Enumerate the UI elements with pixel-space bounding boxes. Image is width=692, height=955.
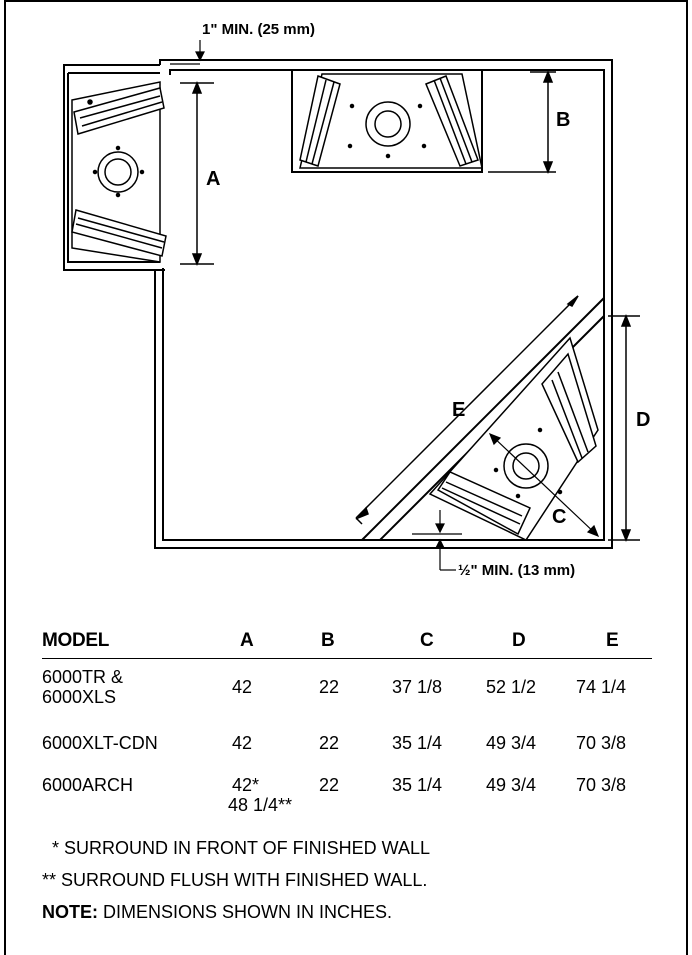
a-cell-alt: 48 1/4**	[228, 795, 293, 815]
dimension-a-label: A	[206, 168, 220, 190]
dimension-a	[180, 80, 214, 267]
room-walls	[63, 59, 613, 549]
page-border-right	[686, 0, 688, 955]
dimension-b-label: B	[556, 109, 570, 131]
b-cell: 22	[319, 677, 340, 697]
c-cell: 35 1/4	[392, 775, 443, 795]
c-cell: 37 1/8	[392, 677, 443, 697]
bottom-clearance-callout	[412, 510, 462, 571]
a-cell: 42	[232, 677, 253, 697]
header-b: B	[321, 630, 335, 651]
model-cell: 6000XLT-CDN	[42, 733, 158, 753]
dimension-d	[608, 313, 640, 543]
table-row: 6000XLT-CDN 42 22 35 1/4 49 3/4 70 3/8	[42, 721, 652, 763]
dimension-b	[488, 69, 556, 175]
top-fireplace-unit	[299, 73, 483, 169]
page-border-left	[4, 0, 6, 955]
header-model: MODEL	[42, 630, 110, 651]
c-cell: 35 1/4	[392, 733, 443, 753]
dimensions-table: MODEL A B C D E 6000TR & 6000XLS 42 22 3…	[42, 630, 652, 823]
left-fireplace-unit	[71, 81, 167, 263]
a-cell: 42*	[232, 775, 260, 795]
table-row: 6000TR & 6000XLS 42 22 37 1/8 52 1/2 74 …	[42, 659, 652, 721]
model-cell-line1: 6000TR &	[42, 667, 124, 687]
fireplace-clearance-diagram: A B D E C 1" MIN. (25 mm)	[63, 21, 650, 579]
a-cell: 42	[232, 733, 253, 753]
d-cell: 49 3/4	[486, 775, 537, 795]
dimension-c-label: C	[552, 506, 566, 528]
dimension-e	[355, 295, 579, 525]
b-cell: 22	[319, 775, 340, 795]
note-line: NOTE: DIMENSIONS SHOWN IN INCHES.	[42, 902, 392, 922]
b-cell: 22	[319, 733, 340, 753]
dimension-e-label: E	[452, 399, 465, 421]
d-cell: 52 1/2	[486, 677, 537, 697]
table-row: 6000ARCH 42* 48 1/4** 22 35 1/4 49 3/4 7…	[42, 763, 652, 823]
dimension-d-label: D	[636, 409, 650, 431]
header-e: E	[606, 630, 619, 651]
header-c: C	[420, 630, 434, 651]
top-clearance-callout	[170, 40, 205, 65]
model-cell-line2: 6000XLS	[42, 687, 117, 707]
table-header: MODEL A B C D E	[42, 630, 652, 659]
e-cell: 70 3/8	[576, 775, 627, 795]
note-label: NOTE:	[42, 902, 98, 922]
top-clearance-label: 1" MIN. (25 mm)	[202, 21, 315, 38]
d-cell: 49 3/4	[486, 733, 537, 753]
page-border-top	[4, 0, 688, 2]
note-text: DIMENSIONS SHOWN IN INCHES.	[98, 902, 393, 922]
header-d: D	[512, 630, 526, 651]
e-cell: 70 3/8	[576, 733, 627, 753]
footnote-1: * SURROUND IN FRONT OF FINISHED WALL	[52, 838, 431, 858]
model-cell: 6000ARCH	[42, 775, 134, 795]
corner-fireplace-unit	[428, 336, 599, 541]
header-a: A	[240, 630, 254, 651]
e-cell: 74 1/4	[576, 677, 627, 697]
footnote-2: ** SURROUND FLUSH WITH FINISHED WALL.	[42, 870, 428, 890]
dimension-c	[488, 432, 600, 538]
bottom-clearance-label: ½" MIN. (13 mm)	[458, 562, 575, 579]
